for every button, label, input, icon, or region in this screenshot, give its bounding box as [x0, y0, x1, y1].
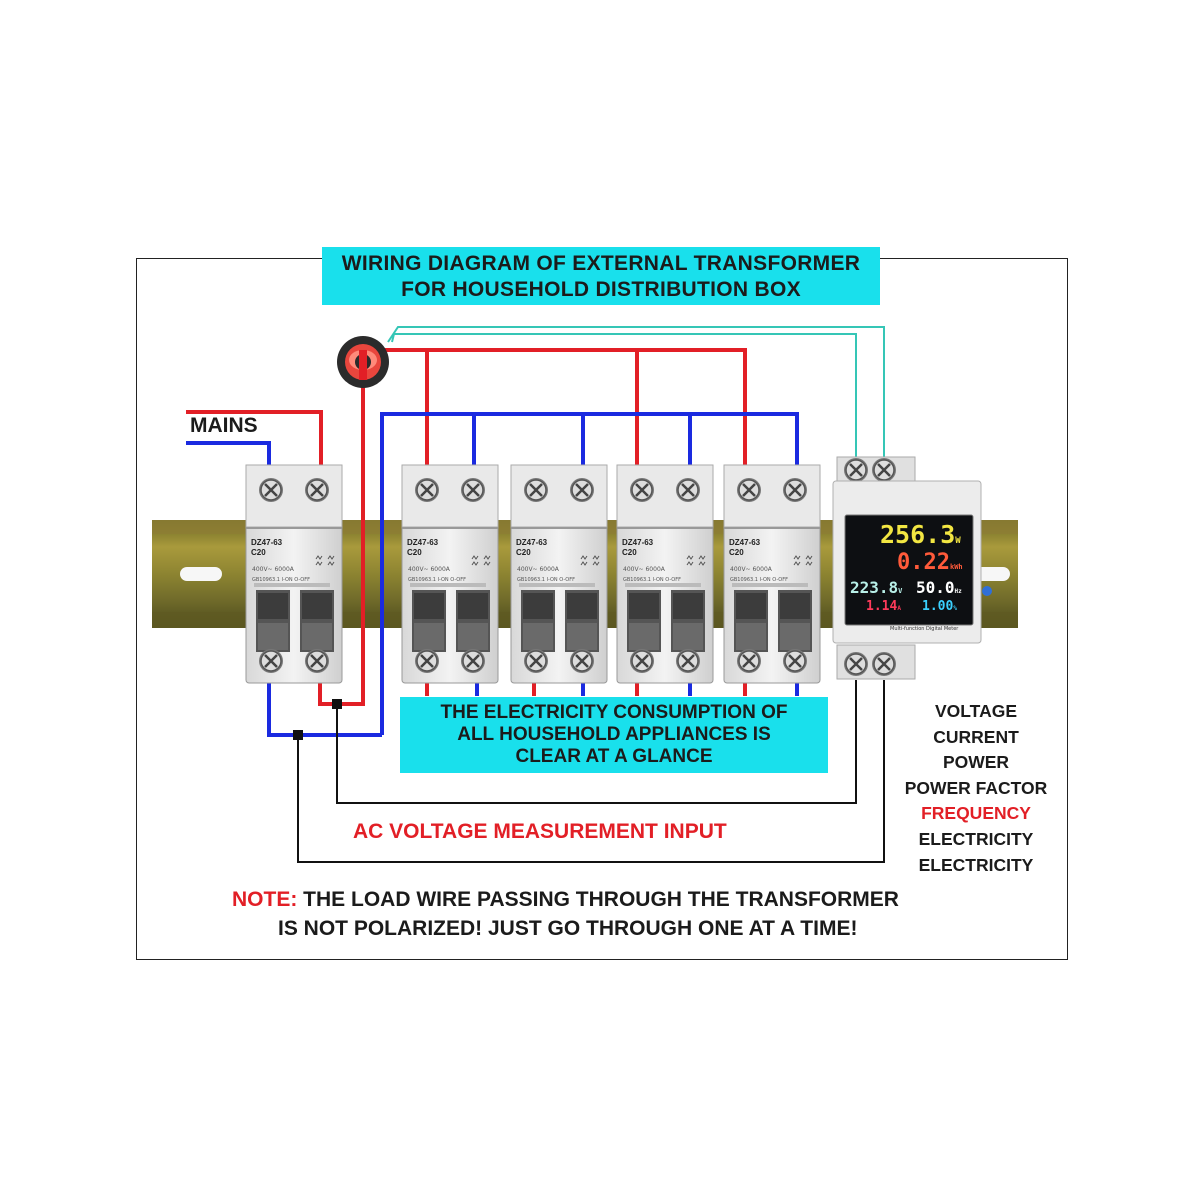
- feature-item: VOLTAGE: [935, 701, 1017, 721]
- digital-meter: Multi-function Digital Meter: [832, 456, 992, 680]
- ac-voltage-label: AC VOLTAGE MEASUREMENT INPUT: [353, 820, 727, 843]
- junction-dot: [293, 730, 303, 740]
- breaker-rating: C20: [516, 548, 531, 557]
- info-banner: THE ELECTRICITY CONSUMPTION OF ALL HOUSE…: [400, 697, 828, 773]
- measurement-wires: [297, 680, 885, 863]
- breaker-model: DZ47-63: [516, 538, 548, 547]
- feature-item: POWER FACTOR: [904, 777, 1048, 798]
- branch-breaker-4: [724, 465, 820, 683]
- reset-button-icon: [982, 586, 992, 596]
- feature-item: ELECTRICITY: [918, 854, 1034, 875]
- neutral-wires: [186, 412, 799, 737]
- main-breaker: [246, 465, 342, 683]
- feature-item: POWER: [942, 752, 1010, 773]
- breaker-model: DZ47-63: [407, 538, 439, 547]
- note-text: NOTE: THE LOAD WIRE PASSING THROUGH THE …: [232, 885, 899, 943]
- junction-dot: [332, 699, 342, 709]
- breaker-model: DZ47-63: [251, 538, 283, 547]
- mains-label: MAINS: [190, 414, 258, 437]
- meter-voltage-reading: 223.8V: [850, 578, 903, 597]
- branch-breaker-2: [511, 465, 607, 683]
- feature-item: ELECTRICITY: [918, 828, 1034, 849]
- branch-breaker-3: [617, 465, 713, 683]
- feature-list: VOLTAGE CURRENT POWER POWER FACTOR FREQU…: [896, 699, 1056, 878]
- feature-item-highlight: FREQUENCY: [921, 803, 1031, 824]
- meter-pf-reading: 1.00%: [922, 599, 957, 614]
- breaker-rating: C20: [407, 548, 422, 557]
- note-line-2: IS NOT POLARIZED! JUST GO THROUGH ONE AT…: [278, 917, 858, 940]
- meter-frequency-reading: 50.0Hz: [916, 578, 962, 597]
- info-line-1: THE ELECTRICITY CONSUMPTION OF: [440, 702, 788, 723]
- meter-caption: Multi-function Digital Meter: [890, 626, 959, 632]
- meter-screen: [844, 514, 974, 626]
- note-prefix: NOTE:: [232, 888, 298, 911]
- transformer-signal-wires: [387, 326, 885, 462]
- note-line-1: THE LOAD WIRE PASSING THROUGH THE TRANSF…: [303, 888, 899, 911]
- breaker-rating: C20: [622, 548, 637, 557]
- meter-energy-reading: 0.22kWh: [897, 550, 963, 575]
- branch-breaker-1: [402, 465, 498, 683]
- info-line-2: ALL HOUSEHOLD APPLIANCES IS: [457, 724, 771, 745]
- title-line-2: FOR HOUSEHOLD DISTRIBUTION BOX: [401, 278, 801, 301]
- current-transformer-icon: [337, 336, 389, 388]
- feature-item: CURRENT: [933, 726, 1019, 747]
- breaker-rating: C20: [729, 548, 744, 557]
- rail-slot: [180, 567, 222, 581]
- meter-power-reading: 256.3W: [880, 520, 961, 549]
- title-line-1: WIRING DIAGRAM OF EXTERNAL TRANSFORMER: [341, 252, 861, 275]
- meter-current-reading: 1.14A: [866, 599, 901, 614]
- breaker-model: DZ47-63: [729, 538, 761, 547]
- page-title: WIRING DIAGRAM OF EXTERNAL TRANSFORMER F…: [322, 247, 880, 305]
- breaker-model: DZ47-63: [622, 538, 654, 547]
- breaker-rating: C20: [251, 548, 266, 557]
- info-line-3: CLEAR AT A GLANCE: [515, 746, 713, 767]
